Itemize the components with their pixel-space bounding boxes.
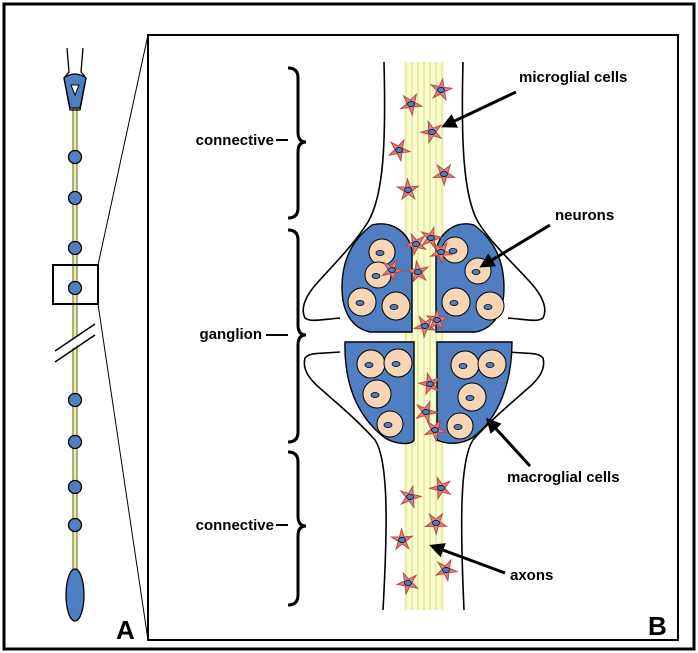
panel-label-b: B bbox=[648, 611, 667, 641]
neuron-icon bbox=[357, 350, 385, 378]
cord-ganglion bbox=[69, 192, 82, 205]
neuron-icon bbox=[382, 292, 410, 320]
brace-ganglion bbox=[288, 230, 306, 442]
neuron-icon bbox=[363, 380, 391, 408]
panel-a-nerve-cord: A bbox=[53, 35, 148, 645]
neuron-icon bbox=[442, 288, 470, 316]
label-connective-bottom: connective bbox=[196, 517, 274, 534]
panel-label-a: A bbox=[116, 615, 135, 645]
neuron-icon bbox=[458, 383, 486, 411]
label-axons: axons bbox=[510, 567, 553, 584]
cord-ganglion bbox=[69, 282, 82, 295]
arrow-microglial bbox=[444, 92, 516, 126]
ganglion-outline-left bbox=[303, 62, 386, 610]
label-neurons: neurons bbox=[555, 207, 614, 224]
neuron-icon bbox=[348, 288, 376, 316]
neuron-icon bbox=[369, 239, 395, 265]
neuron-icon bbox=[451, 351, 479, 379]
label-connective-top: connective bbox=[196, 132, 274, 149]
label-microglial-cells: microglial cells bbox=[519, 69, 627, 86]
neuron-icon bbox=[447, 413, 473, 439]
neuron-icon bbox=[442, 237, 468, 263]
cord-ganglion bbox=[69, 151, 82, 164]
ganglion-outline-right bbox=[462, 62, 545, 610]
cord-ganglion bbox=[69, 394, 82, 407]
cord-ganglion bbox=[69, 242, 82, 255]
brace-connective-top bbox=[288, 68, 306, 218]
arrow-macroglial bbox=[488, 420, 530, 466]
zoom-line-top bbox=[98, 35, 148, 265]
brace-connective-bottom bbox=[288, 452, 306, 605]
neuron-icon bbox=[377, 411, 403, 437]
neuron-icon bbox=[478, 350, 506, 378]
panel-b-ganglion-detail: connective ganglion connective microglia… bbox=[196, 62, 667, 641]
cord-ganglion bbox=[69, 519, 82, 532]
cord-ganglion bbox=[69, 481, 82, 494]
neuron-icon bbox=[476, 292, 504, 320]
label-macroglial-cells: macroglial cells bbox=[507, 469, 620, 486]
tail-ganglion bbox=[66, 569, 84, 621]
zoom-line-bottom bbox=[98, 304, 148, 640]
neuron-icon bbox=[384, 349, 412, 377]
cord-ganglion bbox=[69, 436, 82, 449]
outer-frame bbox=[4, 4, 694, 649]
label-ganglion: ganglion bbox=[200, 326, 263, 343]
